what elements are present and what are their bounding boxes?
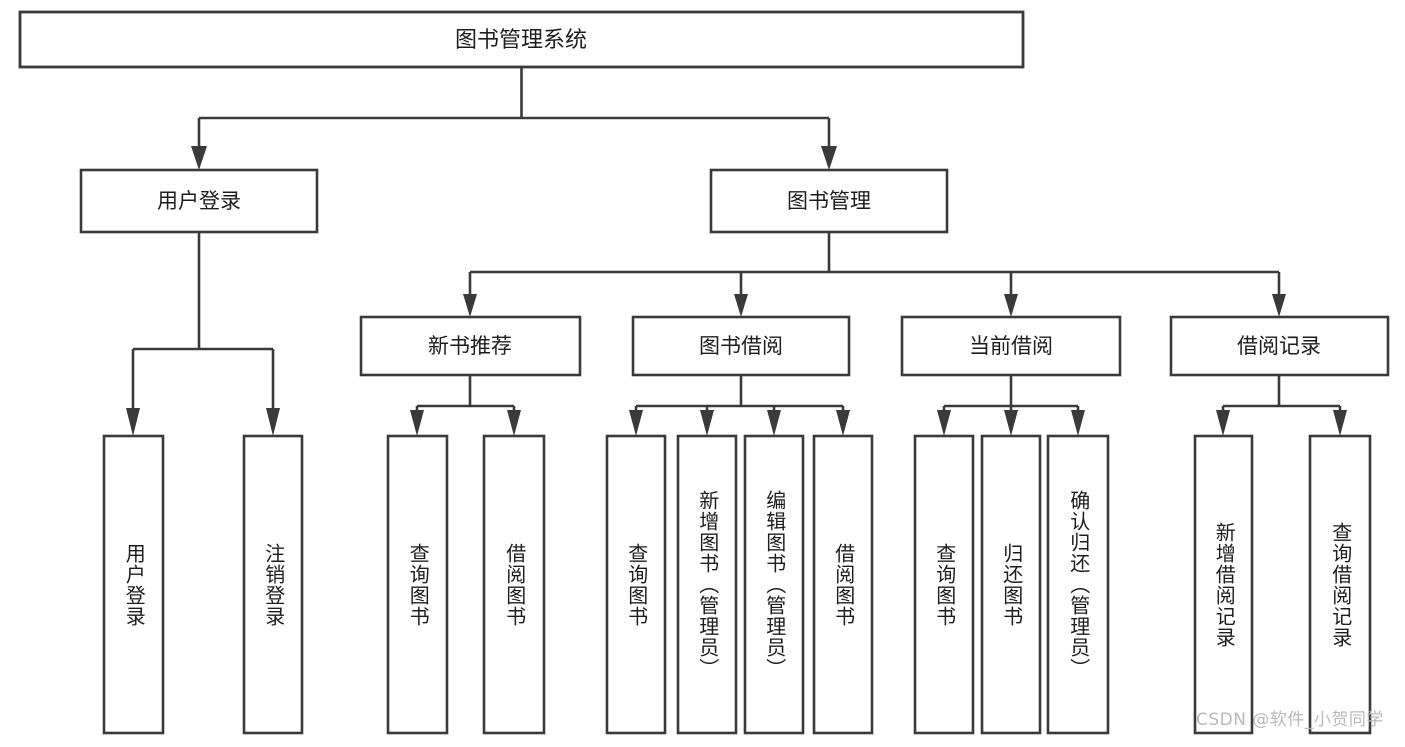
arrow-head-icon (937, 410, 951, 436)
connector-lines (126, 67, 1347, 436)
arrow-head-icon (126, 408, 140, 436)
node-borrow-record[interactable]: 借阅记录 (1169, 315, 1390, 377)
leaf-box-current-return[interactable] (980, 434, 1042, 735)
leaf-box-record-add[interactable] (1193, 434, 1254, 735)
node-current-borrow[interactable]: 当前借阅 (900, 315, 1122, 377)
arrow-head-icon (629, 410, 643, 436)
node-root-label: 图书管理系统 (455, 28, 587, 53)
leaf-boxes (102, 434, 1372, 735)
arrow-head-icon (1333, 410, 1347, 436)
node-borrow-record-label: 借阅记录 (1237, 334, 1321, 358)
node-borrow-label: 图书借阅 (699, 334, 783, 358)
node-borrow[interactable]: 图书借阅 (631, 315, 851, 377)
node-new-book[interactable]: 新书推荐 (359, 315, 582, 377)
node-root[interactable]: 图书管理系统 (18, 10, 1025, 69)
arrow-head-icon (507, 410, 521, 436)
arrow-head-icon (266, 408, 280, 436)
arrow-head-icon (1004, 294, 1018, 317)
leaf-box-logout[interactable] (242, 434, 304, 735)
arrow-head-icon (463, 294, 477, 317)
node-book-manage[interactable]: 图书管理 (709, 168, 949, 234)
leaf-box-borrow-edit[interactable] (743, 434, 805, 735)
node-root-box[interactable] (18, 10, 1025, 69)
leaf-box-record-query[interactable] (1308, 434, 1372, 735)
node-current-borrow-label: 当前借阅 (969, 334, 1053, 358)
arrow-head-icon (767, 410, 781, 436)
leaf-box-newbook-query[interactable] (386, 434, 449, 735)
node-user-login-box[interactable] (79, 168, 319, 234)
node-book-manage-box[interactable] (709, 168, 949, 234)
node-new-book-label: 新书推荐 (428, 334, 512, 358)
leaf-box-current-confirm[interactable] (1046, 434, 1110, 735)
arrow-head-icon (1071, 410, 1085, 436)
leaf-box-borrow-add[interactable] (676, 434, 738, 735)
node-current-borrow-box[interactable] (900, 315, 1122, 377)
arrow-head-icon (836, 410, 850, 436)
node-book-manage-label: 图书管理 (787, 189, 871, 213)
csdn-watermark: CSDN @软件_小贺同学 (1196, 710, 1384, 730)
node-new-book-box[interactable] (359, 315, 582, 377)
node-borrow-box[interactable] (631, 315, 851, 377)
arrow-head-icon (1004, 410, 1018, 436)
node-user-login[interactable]: 用户登录 (79, 168, 319, 234)
leaf-box-current-query[interactable] (913, 434, 975, 735)
node-borrow-record-box[interactable] (1169, 315, 1390, 377)
arrow-head-icon (191, 146, 207, 170)
arrow-head-icon (1272, 294, 1286, 317)
leaf-box-newbook-borrow[interactable] (482, 434, 546, 735)
arrow-head-icon (821, 146, 837, 170)
leaf-box-user-login[interactable] (102, 434, 165, 735)
leaf-box-borrow-query[interactable] (605, 434, 667, 735)
arrow-head-icon (1216, 410, 1230, 436)
leaf-box-borrow-lend[interactable] (812, 434, 874, 735)
arrow-head-icon (700, 410, 714, 436)
node-user-login-label: 用户登录 (157, 189, 241, 213)
arrow-head-icon (734, 294, 748, 317)
arrow-head-icon (410, 410, 424, 436)
